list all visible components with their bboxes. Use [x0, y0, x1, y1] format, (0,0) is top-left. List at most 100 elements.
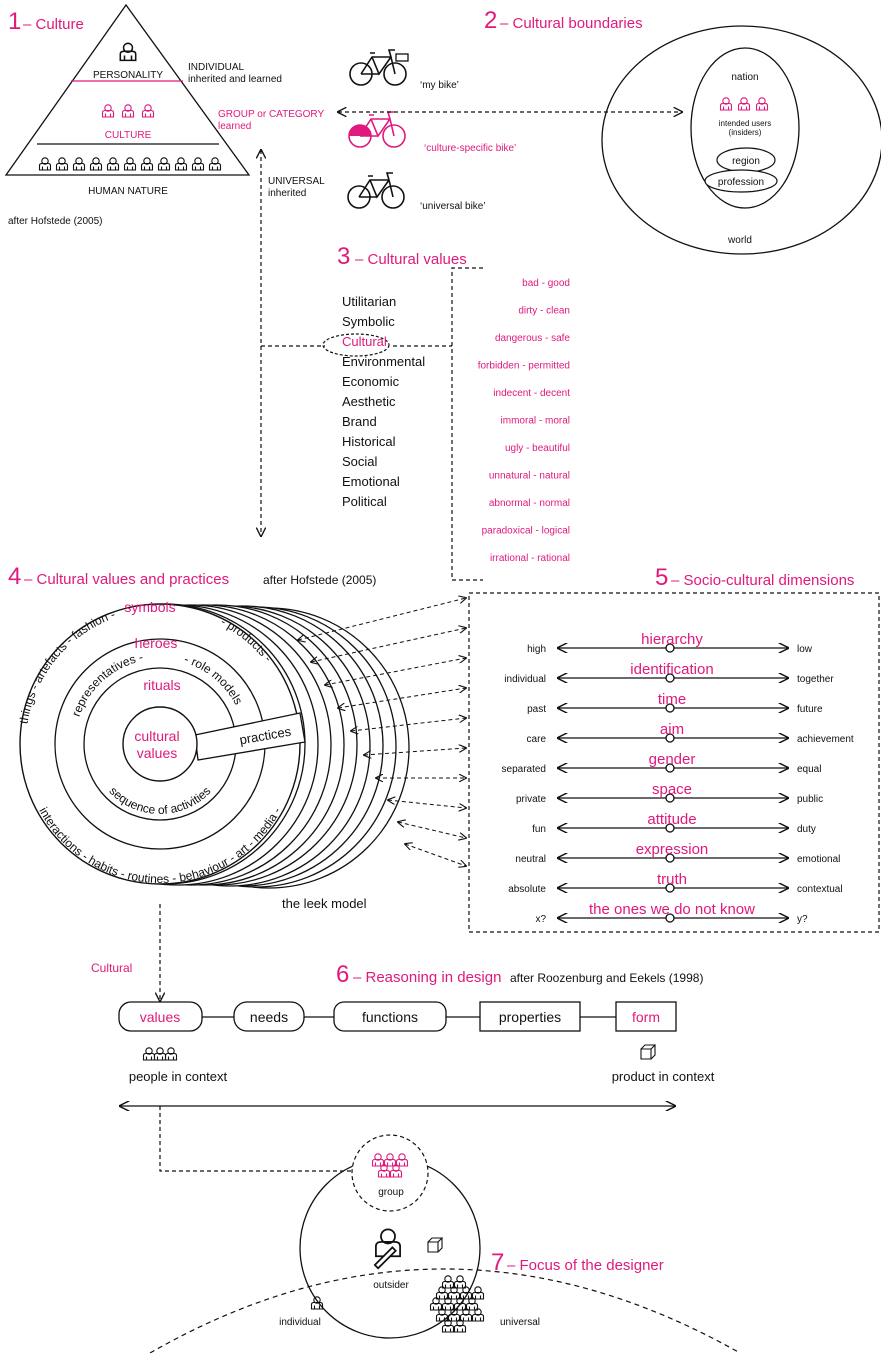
section-1-heading: – Culture — [23, 16, 84, 33]
value-pair: irrational - rational — [490, 553, 570, 564]
my-bike-icon — [349, 49, 407, 86]
dimension-midpoint — [665, 823, 675, 833]
designer-cube-icon — [427, 1237, 443, 1253]
universal-label: UNIVERSAL — [268, 176, 325, 187]
culture-pyramid — [4, 3, 251, 176]
human-nature-icons — [38, 157, 222, 171]
core-label-2: values — [137, 745, 177, 761]
dimension-row: identification individual together — [504, 661, 834, 685]
outsider-designer-icon — [373, 1228, 401, 1270]
values-list: UtilitarianSymbolicCulturalEnvironmental… — [342, 294, 425, 509]
value-item: Utilitarian — [342, 294, 396, 309]
section-6-credit: after Roozenburg and Eekels (1998) — [510, 971, 703, 985]
value-pair: dangerous - safe — [495, 333, 570, 344]
dimension-name: time — [658, 691, 686, 708]
section-4-heading: – Cultural values and practices — [24, 571, 229, 588]
value-item: Economic — [342, 374, 400, 389]
section-2-boundaries: 2 – Cultural boundaries ‘my bike’ ‘cultu… — [338, 7, 881, 255]
dimension-midpoint — [665, 643, 675, 653]
value-item: Political — [342, 494, 387, 509]
dimension-right: contextual — [797, 884, 843, 895]
world-ellipse — [601, 25, 881, 255]
value-item: Cultural — [342, 334, 387, 349]
dimensions-list: hierarchy high low identification individual… — [502, 631, 854, 925]
dimension-left: neutral — [515, 854, 546, 865]
values-box — [118, 1001, 203, 1032]
value-pair: paradoxical - logical — [482, 526, 570, 537]
dimension-right: low — [797, 644, 813, 655]
value-pair: forbidden - permitted — [478, 361, 570, 372]
dimension-right: duty — [797, 824, 816, 835]
properties-box — [479, 1001, 581, 1032]
value-pair: ugly - beautiful — [505, 443, 570, 454]
section-3-number: 3 — [337, 243, 350, 270]
nation-label: nation — [731, 72, 758, 83]
section-6-heading: – Reasoning in design — [353, 969, 501, 986]
section-2-number: 2 — [484, 7, 497, 34]
section-5-number: 5 — [655, 564, 668, 591]
profession-label: profession — [718, 177, 764, 188]
dimension-left: high — [527, 644, 546, 655]
level-personality: PERSONALITY — [93, 70, 163, 81]
value-item: Emotional — [342, 474, 400, 489]
dimension-left: past — [527, 704, 546, 715]
individual-label: INDIVIDUAL — [188, 62, 245, 73]
section-6-number: 6 — [336, 961, 349, 988]
people-icons — [142, 1047, 178, 1061]
dimension-right: emotional — [797, 854, 840, 865]
section-3-heading: – Cultural values — [355, 251, 467, 268]
value-item: Social — [342, 454, 378, 469]
person-icon — [119, 42, 137, 62]
value-pair: unnatural - natural — [489, 471, 570, 482]
section-7-heading: – Focus of the designer — [507, 1257, 664, 1274]
bike-basket-icon — [395, 53, 409, 62]
chain-form: form — [632, 1009, 660, 1025]
group-label: GROUP or CATEGORY — [218, 109, 324, 120]
value-pair: bad - good — [522, 278, 570, 289]
dimension-name: identification — [630, 661, 713, 678]
rituals-label: rituals — [143, 677, 180, 693]
cultural-highlight-ellipse — [322, 333, 390, 357]
value-item: Historical — [342, 434, 396, 449]
chain-properties: properties — [499, 1009, 561, 1025]
level-human-nature: HUMAN NATURE — [88, 186, 168, 197]
value-item: Brand — [342, 414, 377, 429]
universal-bike-label: ‘universal bike’ — [420, 201, 486, 212]
dimension-name: attitude — [647, 811, 696, 828]
people-in-context: people in context — [129, 1069, 228, 1084]
chain-needs: needs — [250, 1009, 288, 1025]
cultural-label: Cultural — [91, 961, 132, 975]
dimension-left: individual — [504, 674, 546, 685]
section-1-number: 1 — [8, 8, 21, 35]
dimension-right: together — [797, 674, 834, 685]
chain-functions: functions — [362, 1009, 418, 1025]
section-4-practices: 4 – Cultural values and practices after … — [8, 563, 466, 911]
dimensions-box — [468, 592, 880, 933]
needs-box — [233, 1001, 305, 1032]
leek-core — [122, 706, 198, 782]
dimension-name: hierarchy — [641, 631, 703, 648]
outsider-label: outsider — [373, 1280, 409, 1291]
intended-users-label: intended users — [719, 119, 771, 128]
individual-icon — [310, 1296, 324, 1310]
chain-values: values — [140, 1009, 180, 1025]
practices-wedge — [194, 712, 306, 761]
core-label-1: cultural — [134, 728, 179, 744]
form-box — [615, 1001, 677, 1032]
section-7-focus: group outsider 7 – Focus of the designer… — [149, 1106, 741, 1353]
leek-model-label: the leek model — [282, 896, 367, 911]
product-cube-icon — [640, 1044, 656, 1060]
section-4-number: 4 — [8, 563, 21, 590]
dimension-name: truth — [657, 871, 687, 888]
universal-bike-icon — [347, 172, 405, 209]
section-5-dimensions: 5 – Socio-cultural dimensions hierarchyh… — [468, 564, 880, 933]
value-pair: abnormal - normal — [489, 498, 570, 509]
symbols-label: symbols — [124, 599, 175, 615]
